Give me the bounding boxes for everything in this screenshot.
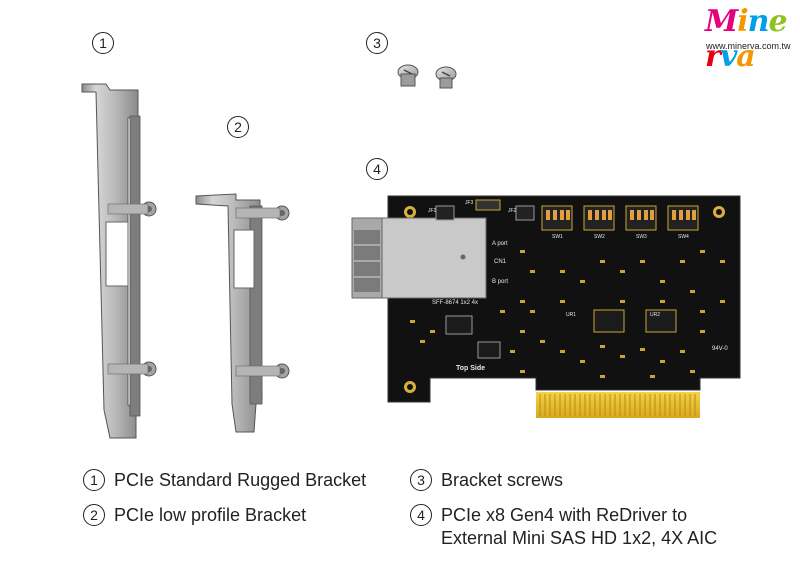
logo-letter: i bbox=[737, 4, 748, 39]
low-profile-bracket bbox=[195, 193, 290, 433]
legend-label-3: Bracket screws bbox=[441, 470, 564, 490]
label-a-port: A port bbox=[492, 241, 508, 247]
logo-letter: M bbox=[705, 4, 738, 39]
brand-logo: Mine rva bbox=[705, 4, 800, 74]
label-cn1: CN1 bbox=[494, 259, 507, 265]
marker-4: 4 bbox=[366, 158, 388, 180]
label-jf3: JF3 bbox=[465, 200, 474, 206]
legend-num-4: 4 bbox=[410, 504, 432, 526]
legend-item-3: 3 Bracket screws bbox=[410, 469, 563, 492]
logo-letter: e bbox=[768, 4, 787, 39]
label-jf1: JF1 bbox=[428, 208, 437, 214]
legend-num-3: 3 bbox=[410, 469, 432, 491]
label-jf2: JF2 bbox=[508, 208, 517, 214]
label-model: SFF-8674 1x2 4x bbox=[432, 300, 478, 306]
legend-item-2: 2 PCIe low profile Bracket bbox=[83, 504, 306, 527]
marker-1: 1 bbox=[92, 32, 114, 54]
pcie-card: A port CN1 B port SFF-8674 1x2 4x Top Si… bbox=[351, 195, 741, 418]
legend-num-2: 2 bbox=[83, 504, 105, 526]
legend-item-1: 1 PCIe Standard Rugged Bracket bbox=[83, 469, 366, 492]
label-rev: 94V-0 bbox=[712, 346, 728, 352]
label-sw2: SW2 bbox=[594, 234, 605, 240]
logo-letter: v bbox=[719, 39, 737, 74]
label-b-port: B port bbox=[492, 279, 508, 285]
screws bbox=[397, 64, 457, 89]
label-sw1: SW1 bbox=[552, 234, 563, 240]
legend-label-1: PCIe Standard Rugged Bracket bbox=[114, 470, 367, 490]
label-ur2: UR2 bbox=[650, 312, 660, 318]
label-ur1: UR1 bbox=[566, 312, 576, 318]
marker-2: 2 bbox=[227, 116, 249, 138]
marker-3: 3 bbox=[366, 32, 388, 54]
legend-num-1: 1 bbox=[83, 469, 105, 491]
legend-label-2: PCIe low profile Bracket bbox=[114, 505, 307, 525]
logo-letter: r bbox=[705, 39, 721, 74]
logo-letter: a bbox=[736, 39, 755, 74]
label-sw3: SW3 bbox=[636, 234, 647, 240]
legend-item-4: 4 PCIe x8 Gen4 with ReDriver to External… bbox=[410, 504, 717, 550]
logo-letter: n bbox=[747, 4, 770, 39]
legend-label-4b: External Mini SAS HD 1x2, 4X AIC bbox=[441, 528, 718, 548]
brand-url: www.minerva.com.tw bbox=[706, 41, 791, 51]
legend-label-4a: PCIe x8 Gen4 with ReDriver to bbox=[441, 505, 688, 525]
label-sw4: SW4 bbox=[678, 234, 689, 240]
label-top-side: Top Side bbox=[456, 365, 485, 372]
standard-bracket bbox=[81, 83, 157, 439]
